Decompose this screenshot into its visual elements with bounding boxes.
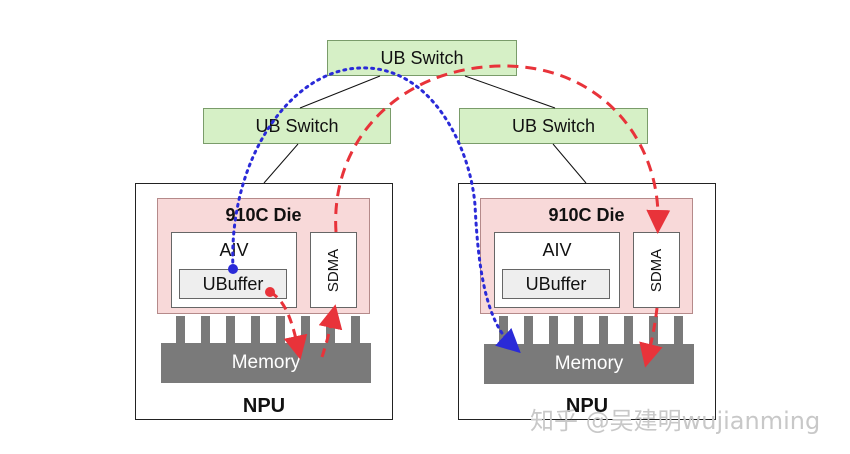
link-right-npu xyxy=(552,143,587,184)
red-local-write-path xyxy=(269,290,308,360)
left-npu-label: NPU xyxy=(242,395,286,417)
red-sdma-to-memory-path xyxy=(639,307,663,368)
right-ub-switch-label: UB Switch xyxy=(511,115,596,136)
left-memory-pin xyxy=(301,316,310,344)
left-ub-switch-label: UB Switch xyxy=(255,115,339,136)
left-memory-pin xyxy=(351,316,360,344)
link-left-npu xyxy=(263,143,299,184)
left-memory-pin xyxy=(251,316,260,344)
right-ubuffer: UBuffer xyxy=(502,269,610,299)
left-memory-label: Memory xyxy=(231,352,301,373)
red-sdma-transfer-path xyxy=(334,64,671,234)
left-sdma: SDMA xyxy=(310,232,357,308)
link-top-left xyxy=(299,75,381,109)
blue-path-origin xyxy=(228,264,238,274)
red-memory-to-sdma-path xyxy=(318,304,343,358)
left-die-title: 910C Die xyxy=(225,205,302,225)
right-ub-switch: UB Switch xyxy=(459,108,648,144)
link-top-right xyxy=(464,75,556,109)
left-ubuffer-label: UBuffer xyxy=(202,273,264,294)
top-ub-switch: UB Switch xyxy=(327,40,517,76)
left-aiv-label: AIV xyxy=(219,240,249,260)
right-memory-pin xyxy=(524,316,533,344)
left-memory-pin xyxy=(226,316,235,344)
top-ub-switch-label: UB Switch xyxy=(380,47,464,68)
right-ubuffer-label: UBuffer xyxy=(525,273,587,294)
left-memory-pin xyxy=(201,316,210,344)
right-aiv-label: AIV xyxy=(542,240,572,260)
watermark-text: 知乎 @吴建明wujianming xyxy=(530,407,821,435)
left-memory-pin xyxy=(176,316,185,344)
right-memory-pin xyxy=(674,316,683,344)
right-memory-pin xyxy=(599,316,608,344)
right-memory-pin xyxy=(624,316,633,344)
right-npu-label: NPU xyxy=(565,395,609,417)
red-path-origin xyxy=(265,287,275,297)
left-memory-pin xyxy=(276,316,285,344)
right-memory-pin xyxy=(574,316,583,344)
blue-remote-write-path xyxy=(231,66,521,354)
right-die-title: 910C Die xyxy=(548,205,625,225)
left-memory: Memory xyxy=(161,343,371,383)
right-sdma: SDMA xyxy=(633,232,680,308)
right-memory-label: Memory xyxy=(554,353,624,374)
right-memory-pin xyxy=(549,316,558,344)
